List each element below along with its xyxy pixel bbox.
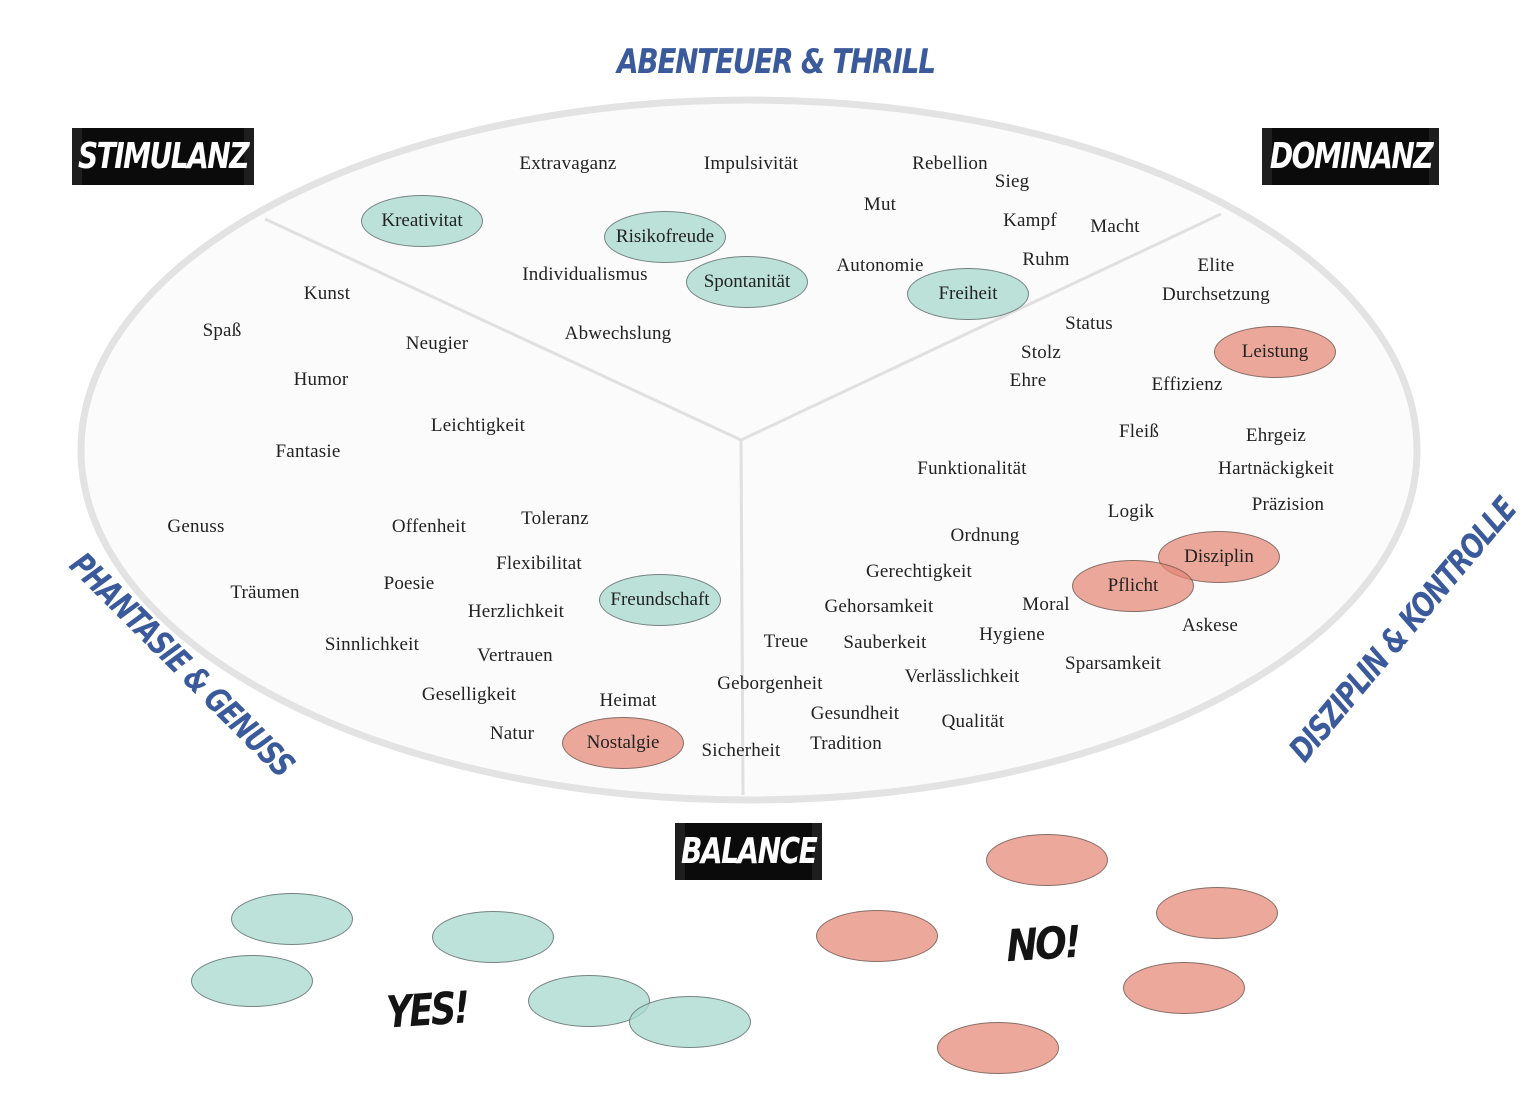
value-word: Abwechslung — [564, 323, 672, 344]
value-bubble-negative[interactable]: Nostalgie — [562, 717, 684, 769]
tag-dominanz: DOMINANZ — [1262, 128, 1439, 185]
value-word: Neugier — [405, 333, 469, 354]
value-word: Kunst — [303, 283, 351, 304]
value-word: Qualität — [941, 711, 1005, 732]
value-word: Effizienz — [1151, 374, 1223, 395]
value-word: Extravaganz — [519, 153, 617, 174]
value-word: Herzlichkeit — [467, 601, 565, 622]
no-slot-bubble[interactable] — [1123, 962, 1245, 1014]
value-word: Geselligkeit — [421, 684, 517, 705]
value-word: Logik — [1107, 501, 1155, 522]
value-word: Elite — [1197, 255, 1235, 276]
value-word: Spaß — [202, 320, 242, 341]
value-word: Rebellion — [912, 153, 988, 174]
value-bubble-positive[interactable]: Freundschaft — [599, 574, 721, 626]
yes-slot-bubble[interactable] — [231, 893, 353, 945]
value-word: Tradition — [810, 733, 882, 754]
value-bubble-negative[interactable]: Disziplin — [1158, 531, 1280, 583]
value-word: Fleiß — [1118, 421, 1160, 442]
value-word: Gehorsamkeit — [824, 596, 934, 617]
no-slot-bubble[interactable] — [937, 1022, 1059, 1074]
value-word: Träumen — [230, 582, 300, 603]
value-word: Funktionalität — [917, 458, 1027, 479]
dimension-label-top: ABENTEUER & THRILL — [617, 42, 936, 82]
value-word: Verlässlichkeit — [904, 666, 1020, 687]
value-bubble-negative[interactable]: Leistung — [1214, 326, 1336, 378]
value-word: Sicherheit — [701, 740, 781, 761]
tag-stimulanz: STIMULANZ — [72, 128, 254, 185]
value-word: Moral — [1022, 594, 1070, 615]
value-word: Status — [1065, 313, 1113, 334]
no-slot-bubble[interactable] — [1156, 887, 1278, 939]
no-slot-bubble[interactable] — [986, 834, 1108, 886]
value-word: Durchsetzung — [1162, 284, 1270, 305]
value-word: Hartnäckigkeit — [1218, 458, 1334, 479]
divider-line-bottom — [739, 439, 745, 796]
tag-balance: BALANCE — [675, 823, 822, 880]
value-word: Ordnung — [950, 525, 1020, 546]
value-word: Flexibilitat — [496, 553, 582, 574]
divider-line-right — [740, 212, 1222, 442]
value-bubble-positive[interactable]: Freiheit — [907, 268, 1029, 320]
value-word: Ehrgeiz — [1245, 425, 1307, 446]
value-word: Poesie — [383, 573, 435, 594]
tag-stimulanz-label: STIMULANZ — [77, 136, 250, 177]
value-bubble-positive[interactable]: Risikofreude — [604, 211, 726, 263]
value-word: Gerechtigkeit — [866, 561, 972, 582]
value-word: Individualismus — [522, 264, 648, 285]
value-word: Hygiene — [979, 624, 1045, 645]
value-word: Gesundheit — [810, 703, 900, 724]
value-word: Toleranz — [521, 508, 589, 529]
value-word: Fantasie — [275, 441, 341, 462]
yes-slot-bubble[interactable] — [629, 996, 751, 1048]
value-word: Impulsivität — [703, 153, 799, 174]
value-bubble-negative[interactable]: Pflicht — [1072, 560, 1194, 612]
value-word: Ruhm — [1022, 249, 1070, 270]
value-word: Natur — [489, 723, 535, 744]
tag-dominanz-label: DOMINANZ — [1269, 136, 1433, 177]
yes-label: YES! — [385, 982, 469, 1039]
value-word: Sauberkeit — [843, 632, 927, 653]
value-word: Geborgenheit — [717, 673, 823, 694]
no-slot-bubble[interactable] — [816, 910, 938, 962]
value-word: Vertrauen — [477, 645, 553, 666]
value-word: Ehre — [1009, 370, 1047, 391]
value-word: Sinnlichkeit — [324, 634, 420, 655]
value-word: Sieg — [994, 171, 1030, 192]
value-word: Mut — [863, 194, 897, 215]
value-word: Sparsamkeit — [1064, 653, 1162, 674]
value-word: Kampf — [1003, 210, 1057, 231]
value-word: Offenheit — [391, 516, 467, 537]
value-bubble-positive[interactable]: Spontanität — [686, 256, 808, 308]
value-word: Leichtigkeit — [430, 415, 526, 436]
value-word: Heimat — [599, 690, 657, 711]
value-word: Genuss — [167, 516, 225, 537]
value-word: Treue — [763, 631, 809, 652]
yes-slot-bubble[interactable] — [191, 955, 313, 1007]
divider-line-left — [264, 217, 742, 442]
value-word: Stolz — [1020, 342, 1062, 363]
value-word: Präzision — [1251, 494, 1325, 515]
yes-slot-bubble[interactable] — [432, 911, 554, 963]
value-word: Humor — [293, 369, 349, 390]
no-label: NO! — [1005, 916, 1080, 973]
value-word: Askese — [1181, 615, 1239, 636]
tag-balance-label: BALANCE — [680, 831, 818, 872]
value-word: Autonomie — [836, 255, 924, 276]
value-word: Macht — [1090, 216, 1140, 237]
value-bubble-positive[interactable]: Kreativitat — [361, 195, 483, 247]
